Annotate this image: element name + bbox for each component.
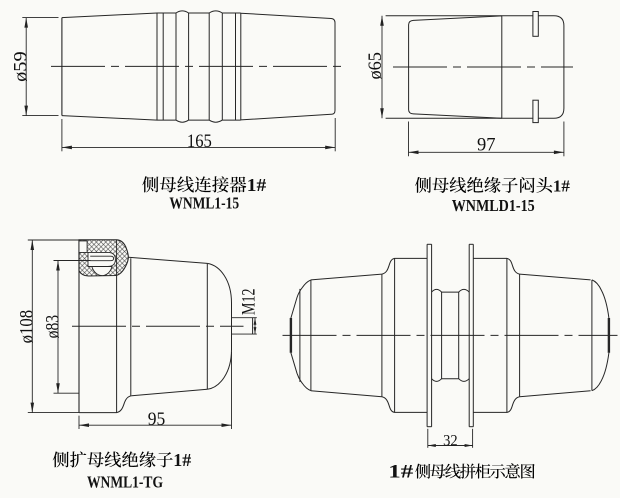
svg-text:1#: 1# (553, 177, 570, 196)
svg-text:WNMLD1-15: WNMLD1-15 (452, 196, 535, 215)
svg-text:32: 32 (443, 432, 458, 449)
svg-text:ø59: ø59 (12, 51, 32, 82)
svg-text:1#: 1# (388, 461, 414, 482)
svg-text:1#: 1# (247, 175, 267, 195)
svg-text:WNML1-15: WNML1-15 (169, 194, 239, 213)
svg-text:WNML1-TG: WNML1-TG (87, 473, 163, 492)
svg-text:165: 165 (187, 131, 212, 152)
svg-text:97: 97 (477, 134, 496, 155)
svg-text:M12: M12 (240, 288, 260, 315)
svg-text:1#: 1# (173, 450, 191, 470)
svg-text:ø83: ø83 (43, 315, 63, 339)
svg-text:ø108: ø108 (17, 310, 37, 344)
svg-text:ø65: ø65 (366, 52, 386, 80)
svg-text:95: 95 (148, 409, 166, 430)
